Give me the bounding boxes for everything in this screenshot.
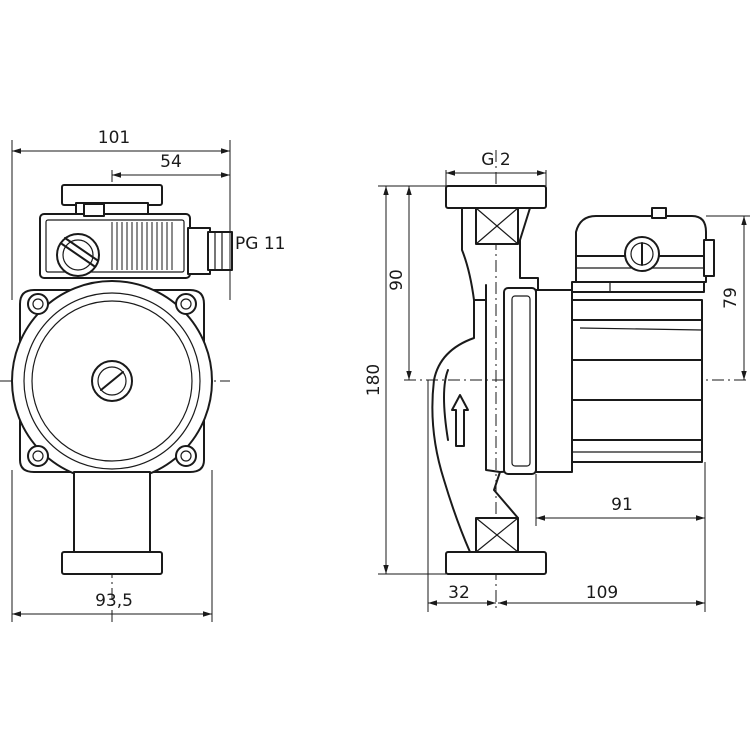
terminal-box	[39, 203, 233, 279]
dim-label-101: 101	[98, 128, 130, 148]
side-view: G 2 180 90 79 91	[364, 150, 750, 612]
speed-selector-knob-icon	[56, 233, 100, 277]
flow-direction-arrow-icon	[451, 394, 469, 447]
side-motor	[535, 289, 703, 473]
corner-bolt-icon	[175, 445, 197, 467]
front-top-flange	[61, 184, 163, 216]
dimension-109: 109	[498, 583, 705, 606]
side-top-flange	[445, 185, 547, 245]
corner-bolt-icon	[27, 293, 49, 315]
side-terminal-box	[571, 207, 715, 293]
side-vent-knob-icon	[624, 236, 660, 272]
side-bottom-flange	[445, 517, 547, 575]
dimension-180: 180	[364, 185, 446, 575]
dimension-91: 91	[535, 462, 706, 612]
front-bottom-flange	[61, 471, 163, 575]
dimension-g2: G 2	[445, 150, 547, 186]
dim-label-93-5: 93,5	[95, 591, 133, 611]
motor-housing	[11, 280, 213, 482]
dim-label-79: 79	[721, 287, 741, 309]
corner-bolt-icon	[27, 445, 49, 467]
dim-label-90: 90	[387, 269, 407, 291]
dim-label-32: 32	[448, 583, 470, 603]
dim-label-91: 91	[611, 495, 633, 515]
dimension-32: 32	[427, 380, 496, 612]
dimension-79: 79	[706, 215, 750, 380]
front-view: 101 54 PG 11 93,5	[0, 128, 285, 625]
dim-label-180: 180	[364, 364, 384, 396]
corner-bolt-icon	[175, 293, 197, 315]
vent-screw-icon	[91, 360, 133, 402]
dimension-101: 101	[11, 128, 231, 300]
dim-label-54: 54	[160, 152, 182, 172]
cable-gland-icon	[187, 227, 233, 275]
terminal-box-ribs	[111, 222, 173, 270]
dimension-93-5: 93,5	[11, 470, 213, 622]
cable-gland-label: PG 11	[235, 234, 285, 254]
dim-label-109: 109	[586, 583, 618, 603]
dimension-54: 54	[112, 152, 230, 178]
dimension-90: 90	[387, 186, 412, 380]
thread-label: G 2	[481, 150, 510, 170]
